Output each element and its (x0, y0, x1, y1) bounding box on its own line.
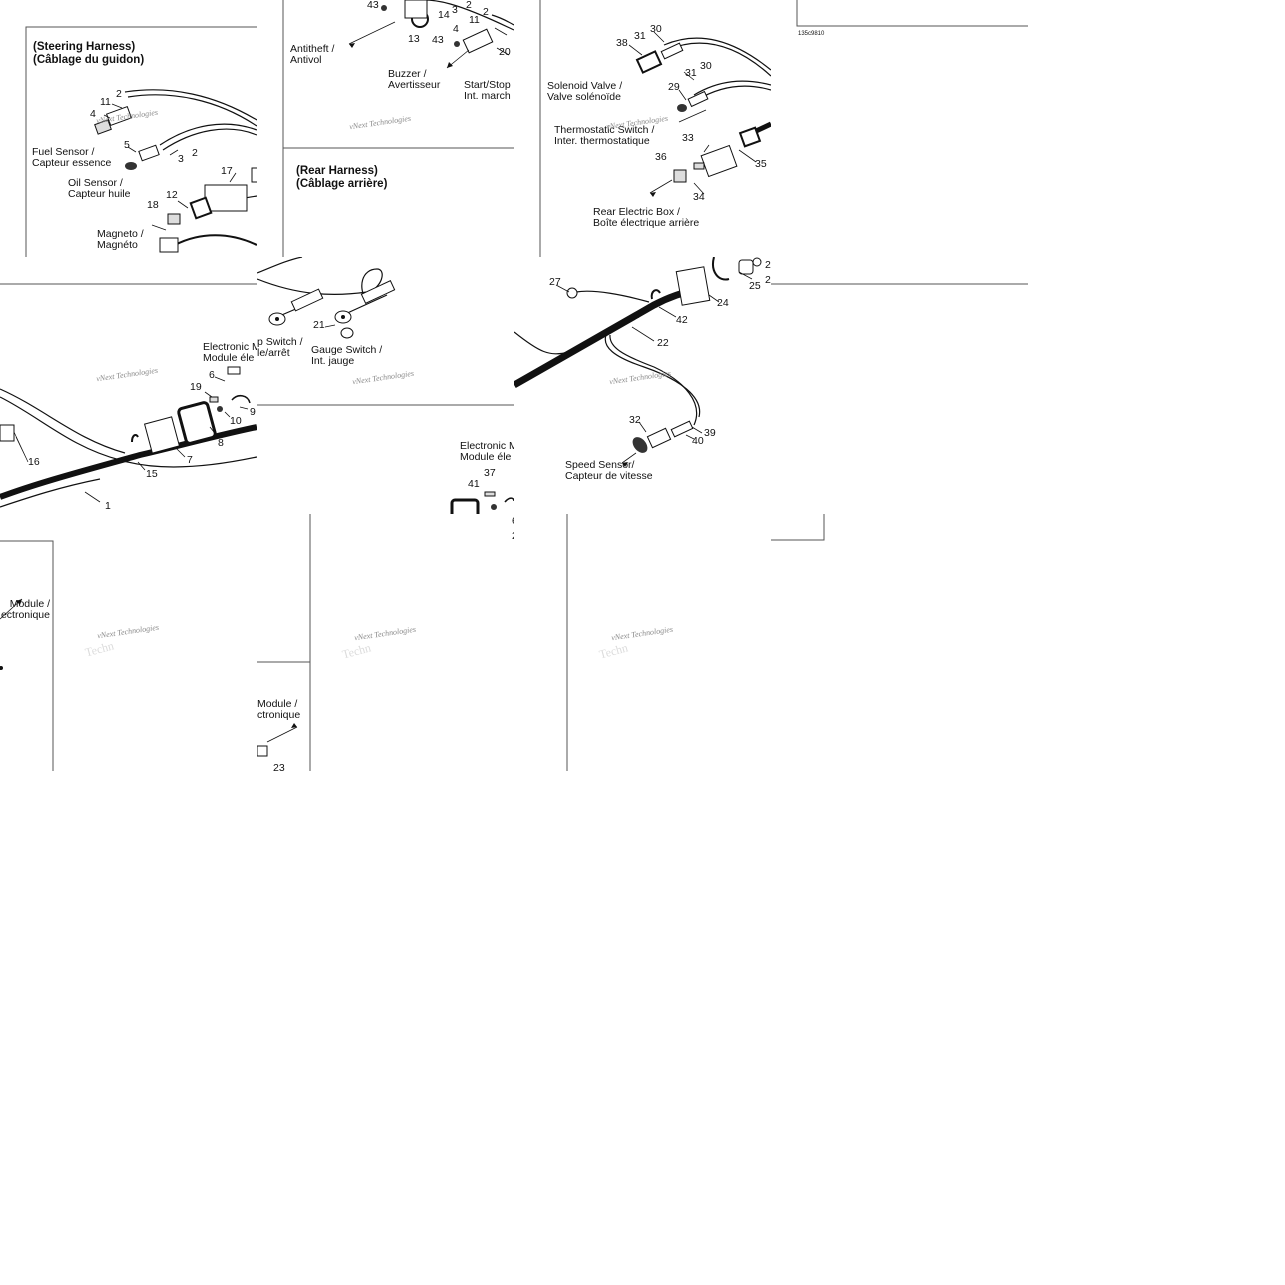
gauge-switch-drawing (257, 257, 514, 406)
magneto-label: Magneto / Magnéto (97, 228, 144, 251)
callout-number: 34 (693, 191, 705, 203)
callout-number: 10 (230, 415, 242, 427)
tile-main-harness-left: 6 19 9 10 8 7 15 16 1 Electronic M Modul… (0, 257, 257, 514)
electronic-module-label: Module / ectronique (0, 598, 50, 621)
callout-number: 17 (221, 165, 233, 177)
callout-number: 30 (700, 60, 712, 72)
callout-number: 38 (616, 37, 628, 49)
callout-number: 31 (634, 30, 646, 42)
frame-corner-drawing (796, 0, 1028, 27)
tile-bottom-left: Module / ectronique vNext Technologies T… (0, 514, 257, 771)
callout-number: 25 (749, 280, 761, 292)
callout-number: 16 (28, 456, 40, 468)
callout-number: 35 (755, 158, 767, 170)
callout-number: 6 (209, 369, 215, 381)
callout-number: 27 (549, 276, 561, 288)
electronic-module-label: Electronic M Module éle (203, 341, 257, 364)
frame-right-drawing (771, 283, 1028, 285)
callout-number: 43 (432, 34, 444, 46)
callout-number: 29 (668, 81, 680, 93)
tile-antitheft-buzzer: 43 2 3 14 13 2 11 4 43 20 Antitheft / An… (257, 0, 514, 257)
callout-number: 39 (704, 427, 716, 439)
callout-number: 4 (90, 108, 96, 120)
callout-number: 1 (105, 500, 111, 512)
antitheft-buzzer-drawing (282, 0, 514, 257)
callout-number: 5 (124, 139, 130, 151)
electronic-module-label: Electronic M Module éle (460, 440, 514, 463)
callout-number: 11 (100, 96, 111, 108)
tile-frame-corner: 135c9810 (771, 0, 1028, 40)
tile-frame-bottom-right (771, 514, 831, 544)
callout-number: 13 (408, 33, 420, 45)
stop-switch-label: p Switch / le/arrêt (257, 336, 303, 359)
callout-number: 18 (147, 199, 159, 211)
tile-bottom-right: vNext Technologies Techn (514, 514, 771, 771)
callout-number: 30 (650, 23, 662, 35)
speed-sensor-drawing (514, 257, 762, 467)
callout-number: 43 (367, 0, 379, 11)
callout-number: 23 (273, 762, 285, 772)
rear-electric-box-label: Rear Electric Box / Boîte électrique arr… (593, 206, 700, 229)
electronic-module-label: Module / ctronique (257, 698, 301, 721)
callout-number: 2 (116, 88, 122, 100)
callout-number: 3 (178, 153, 184, 165)
callout-number: 24 (717, 297, 729, 309)
antitheft-label: Antitheft / Antivol (290, 43, 335, 66)
callout-number: 4 (453, 23, 459, 35)
callout-number: 15 (146, 468, 158, 480)
callout-number: 2 (765, 259, 771, 271)
tile-bottom-middle: 6 28 Module / ctronique 23 vNext Technol… (257, 514, 514, 771)
tile-frame-right (771, 257, 1028, 297)
callout-number: 11 (469, 14, 480, 26)
tile-steering-harness: (Steering Harness) (Câblage du guidon) F… (0, 0, 257, 257)
gauge-switch-label: Gauge Switch / Int. jauge (311, 344, 383, 367)
bottom-middle-drawing (257, 514, 311, 771)
speed-sensor-label: Speed Sensor/ Capteur de vitesse (565, 459, 653, 482)
callout-number: 8 (218, 437, 224, 449)
steering-harness-title: (Steering Harness) (Câblage du guidon) (33, 41, 145, 66)
start-stop-label: Start/Stop Int. march (464, 79, 511, 102)
callout-number: 21 (313, 319, 325, 331)
module-partial-drawing (450, 491, 514, 514)
callout-number: 33 (682, 132, 694, 144)
callout-number: 12 (166, 189, 178, 201)
buzzer-label: Buzzer / Avertisseur (388, 68, 441, 91)
callout-number: 20 (499, 46, 511, 58)
callout-number: 41 (468, 478, 480, 490)
callout-number: 42 (676, 314, 688, 326)
fuel-sensor-label: Fuel Sensor / Capteur essence (32, 146, 112, 169)
callout-number: 32 (629, 414, 641, 426)
callout-number: 22 (657, 337, 669, 349)
callout-number: 2 (483, 6, 489, 18)
main-harness-left-drawing (0, 283, 257, 508)
tile-gauge-switch: 21 p Switch / le/arrêt Gauge Switch / In… (257, 257, 514, 514)
drawing-code: 135c9810 (798, 31, 825, 37)
callout-number: 14 (438, 9, 450, 21)
callout-number: 28 (512, 531, 514, 542)
callout-number: 2 (765, 274, 771, 286)
tile-speed-sensor: 27 2 25 2 24 42 22 32 39 40 Speed Sensor… (514, 257, 771, 514)
tile-solenoid-thermostatic: 30 31 38 30 31 29 33 36 35 34 Solenoid V… (514, 0, 771, 257)
bottom-left-drawing (0, 540, 54, 771)
callout-number: 2 (466, 0, 472, 11)
callout-number: 37 (484, 467, 496, 479)
solenoid-thermostatic-drawing (539, 0, 771, 257)
steering-harness-drawing (25, 26, 257, 257)
callout-number: 3 (452, 4, 458, 16)
rear-harness-title: (Rear Harness) (Câblage arrière) (296, 165, 388, 190)
bottom-right-drawing (566, 514, 568, 771)
callout-number: 7 (187, 454, 193, 466)
callout-number: 19 (190, 381, 202, 393)
callout-number: 2 (192, 147, 198, 159)
oil-sensor-label: Oil Sensor / Capteur huile (68, 177, 131, 200)
callout-number: 36 (655, 151, 667, 163)
callout-number: 40 (692, 435, 704, 447)
callout-number: 6 (512, 516, 514, 527)
frame-bottom-right-drawing (771, 514, 825, 541)
callout-number: 31 (685, 67, 697, 79)
thermostatic-switch-label: Thermostatic Switch / Inter. thermostati… (554, 124, 655, 147)
solenoid-valve-label: Solenoid Valve / Valve solénoïde (547, 80, 623, 103)
callout-number: 9 (250, 406, 256, 418)
